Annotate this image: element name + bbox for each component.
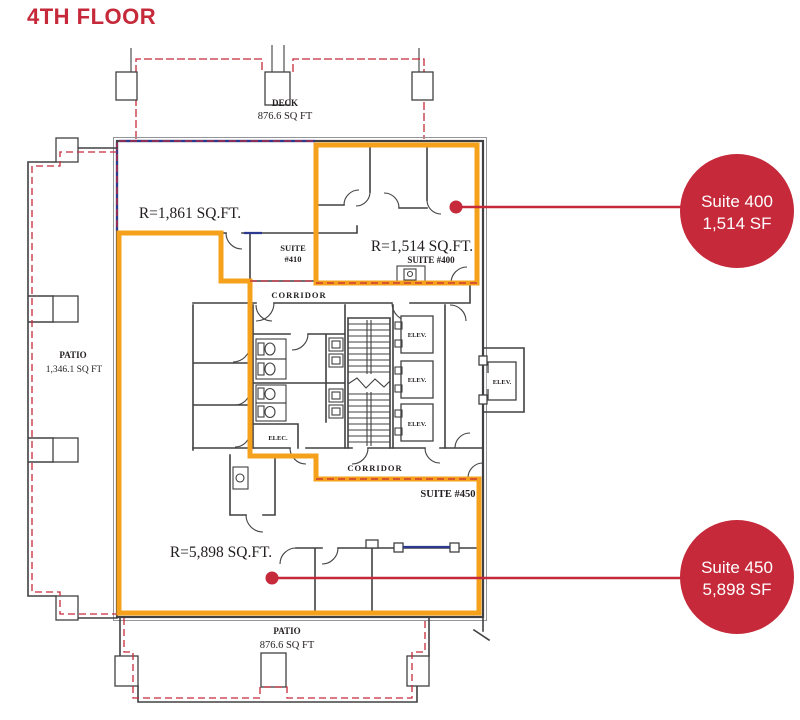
callout-suite-size: 1,514 SF [703, 214, 772, 233]
door-swings [343, 189, 468, 284]
core: ELEC. ELEV. ELEV. [192, 282, 484, 479]
electrical-label: ELEC. [268, 435, 288, 442]
restroom-walls [252, 304, 346, 449]
deck-column [115, 71, 138, 101]
patio-column [406, 655, 430, 687]
wall-notch [478, 394, 488, 405]
deck-area-label: 876.6 SQ FT [258, 111, 313, 122]
patio-left-area-label: 1,346.1 SQ FT [46, 365, 103, 375]
suite-450-boundary [116, 230, 482, 616]
elevator-label: ELEV. [408, 332, 427, 339]
east-elevator: ELEV. [478, 347, 525, 413]
callout-bubble [680, 154, 794, 268]
deck-column [264, 71, 291, 106]
open-space-area-label: R=1,861 SQ.FT. [139, 205, 241, 222]
door-swings [279, 547, 339, 565]
office-walls [192, 304, 251, 451]
suite-400-area-label: R=1,514 SQ.FT. [371, 238, 473, 255]
restroom-door-swings [255, 304, 309, 351]
sinks [328, 337, 344, 419]
toilet-stalls [255, 338, 287, 422]
deck-column [411, 71, 434, 101]
patio-column [260, 652, 287, 688]
window-dash-overlay [116, 140, 315, 231]
elevator-label: ELEV. [408, 421, 427, 428]
patio-column [55, 137, 79, 163]
suite-400-partitions [315, 144, 428, 234]
wall-detail [365, 539, 379, 549]
office-door-swings [232, 344, 251, 448]
deck-area: DECK 876.6 SQ FT [115, 45, 434, 139]
patio-column [52, 437, 79, 463]
corridor-door-swings [289, 447, 484, 479]
suite-450-name-label: SUITE #450 [420, 489, 475, 500]
callout-suite-size: 5,898 SF [703, 580, 772, 599]
elevator-label: ELEV. [408, 377, 427, 384]
outer-wall-faint [113, 137, 487, 621]
patio-bottom-label: PATIO [273, 626, 300, 636]
lease-line-dashes [250, 280, 479, 480]
elevator-cab [487, 361, 517, 401]
window-lines [115, 139, 315, 231]
fixture [403, 268, 417, 281]
patio-left-area: PATIO 1,346.1 SQ FT [27, 137, 118, 621]
fixture [232, 466, 249, 490]
patio-left-walls [27, 147, 118, 619]
callout-suite-450: Suite 450 5,898 SF [265, 520, 794, 634]
patio-column [55, 595, 79, 621]
elevator-bump-wall [482, 347, 525, 413]
leader-dot [449, 200, 463, 214]
suite-400-interior [315, 144, 468, 284]
deck-label: DECK [272, 98, 298, 108]
stairs [347, 317, 391, 449]
wall-notch [478, 355, 488, 366]
suite-450-interior [229, 454, 481, 615]
patio-bottom-walls [119, 616, 430, 703]
door-swing [245, 514, 264, 533]
suite-450-area-label: R=5,898 SQ.FT. [170, 544, 272, 561]
callout-suite-name: Suite 400 [701, 192, 773, 211]
patio-left-outline [31, 151, 117, 615]
janitor-room [229, 454, 276, 516]
callout-bubble [680, 520, 794, 634]
patio-column [114, 655, 139, 687]
suite-410-room: SUITE #410 [220, 231, 317, 282]
fixture-glyph [406, 270, 414, 278]
callout-suite-400: Suite 400 1,514 SF [449, 154, 794, 268]
page-title: 4TH FLOOR [27, 4, 157, 29]
suite-410-label: SUITE [280, 243, 306, 253]
patio-bottom-area-label: 876.6 SQ FT [260, 640, 315, 651]
window-jamb [393, 542, 404, 553]
corridor-label-north: CORRIDOR [271, 290, 326, 300]
leader-dot [265, 571, 279, 585]
door-swing [225, 232, 243, 250]
fixture-glyph [235, 473, 245, 483]
deck-column-ticks [130, 45, 420, 73]
suite-410-number: #410 [285, 254, 302, 264]
south-room-walls [295, 547, 481, 615]
elevator-label: ELEV. [493, 379, 512, 386]
patio-column [52, 295, 79, 323]
suite-410-walls [220, 232, 317, 282]
window-jamb [449, 542, 460, 553]
corner-detail [472, 616, 491, 642]
suite-400-name-label: SUITE #400 [407, 255, 455, 265]
patio-left-label: PATIO [59, 350, 86, 360]
patio-bottom-area: PATIO 876.6 SQ FT [114, 616, 430, 703]
corridor-label-south: CORRIDOR [347, 463, 402, 473]
callout-suite-name: Suite 450 [701, 558, 773, 577]
corridor-north-wall [192, 282, 471, 304]
elevator-bank: ELEV. ELEV. ELEV. [392, 304, 471, 449]
